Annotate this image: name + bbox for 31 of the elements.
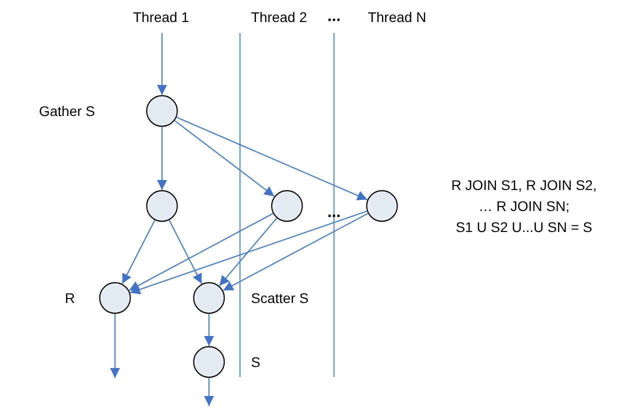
process-circle	[193, 346, 225, 378]
arrow	[218, 218, 278, 286]
arrow	[130, 210, 368, 294]
arrow	[176, 116, 368, 200]
arrow	[157, 127, 167, 190]
ellipsis-mark: ...	[327, 9, 341, 25]
process-circle	[146, 95, 178, 127]
arrow	[168, 220, 202, 284]
arrow	[122, 220, 156, 284]
arrow	[128, 213, 274, 291]
node-caption: Gather S	[38, 103, 95, 119]
arrow	[174, 120, 275, 197]
node-caption: S	[251, 354, 260, 370]
arrow	[157, 33, 167, 95]
process-circle	[99, 282, 131, 314]
note-text: R JOIN S1, R JOIN S2,	[451, 177, 597, 193]
process-circle	[193, 282, 225, 314]
note-text: S1 U S2 U...U SN = S	[456, 219, 592, 235]
note-text: … R JOIN SN;	[478, 198, 570, 214]
arrow	[110, 314, 120, 378]
process-circle	[271, 190, 303, 222]
arrow	[204, 378, 214, 406]
node-caption: R	[64, 290, 75, 306]
thread-heading: Thread 2	[250, 9, 308, 25]
thread-heading: Thread 1	[132, 9, 190, 25]
process-circle	[146, 190, 178, 222]
thread-heading: Thread N	[368, 9, 426, 25]
arrow	[204, 314, 214, 346]
arrow	[222, 212, 368, 292]
process-circle	[366, 190, 398, 222]
node-caption: Scatter S	[251, 290, 309, 306]
